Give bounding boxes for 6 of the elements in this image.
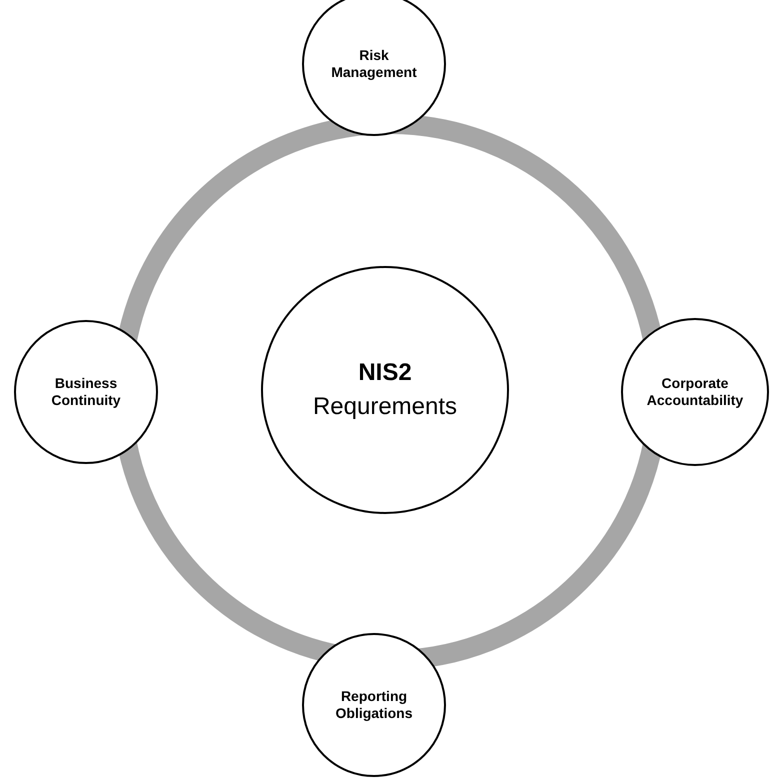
heading-text: NIS2: [358, 358, 412, 388]
node-label: Risk Management: [330, 46, 418, 82]
node-label: Reporting Obligations: [334, 688, 414, 722]
node-label: Corporate Accountability: [646, 374, 744, 410]
node-label: Business Continuity: [50, 374, 122, 410]
subheading-text: Requrements: [312, 392, 458, 422]
